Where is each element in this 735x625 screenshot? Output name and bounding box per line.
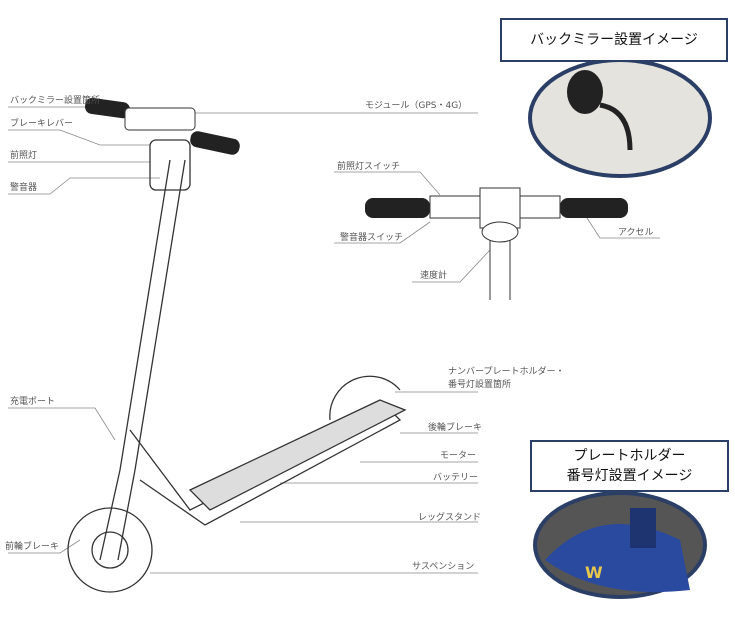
handlebar-top-drawing <box>365 187 628 300</box>
plate-caption-line1: プレートホルダー <box>573 448 686 464</box>
label-rear-brake: 後輪ブレーキ <box>428 423 483 433</box>
label-plate-holder: ナンバープレートホルダー・ <box>448 367 565 377</box>
plate-caption-line2: 番号灯設置イメージ <box>566 468 693 484</box>
leader-lines <box>8 106 660 574</box>
label-front-brake: 前輪ブレーキ <box>5 542 60 552</box>
label-headlight: 前照灯 <box>10 151 38 161</box>
mirror-photo <box>528 58 712 178</box>
label-headlight-switch: 前照灯スイッチ <box>337 162 401 172</box>
label-kickstand: レッグスタンド <box>418 513 482 523</box>
plate-holder-photo: W <box>533 491 707 599</box>
label-module: モジュール（GPS・4G） <box>365 101 468 111</box>
label-brake-lever: ブレーキレバー <box>10 119 74 129</box>
label-speedometer: 速度計 <box>420 271 448 281</box>
label-horn: 警音器 <box>10 183 38 193</box>
mirror-caption-box: バックミラー設置イメージ <box>500 18 728 62</box>
label-plate-light: 番号灯設置箇所 <box>448 380 512 390</box>
label-accelerator: アクセル <box>618 228 654 238</box>
handlebar-left-drawing <box>85 97 240 155</box>
label-horn-switch: 警音器スイッチ <box>340 233 404 243</box>
scooter-outline <box>67 139 407 593</box>
plate-caption-box: プレートホルダー 番号灯設置イメージ <box>530 440 729 492</box>
w-logo: W <box>585 563 603 582</box>
label-suspension: サスペンション <box>412 562 475 572</box>
mirror-caption: バックミラー設置イメージ <box>530 32 698 48</box>
label-motor: モーター <box>440 451 477 461</box>
label-battery: バッテリー <box>433 473 479 483</box>
label-mirror-location: バックミラー設置箇所 <box>10 96 101 106</box>
label-charging-port: 充電ポート <box>10 397 56 407</box>
